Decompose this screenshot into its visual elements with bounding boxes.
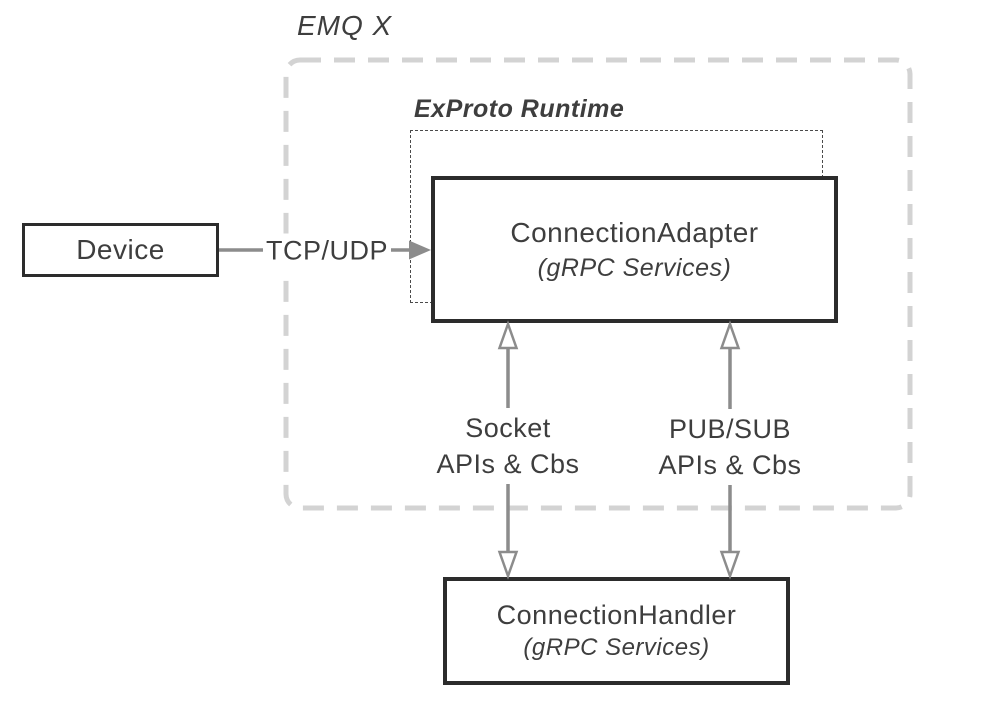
- socket-edge-label-line1: Socket: [465, 413, 551, 443]
- pubsub-down-arrowhead-icon: [719, 550, 741, 580]
- tcp-udp-edge-label: TCP/UDP: [262, 233, 392, 269]
- connection-adapter-node: ConnectionAdapter (gRPC Services): [431, 176, 838, 323]
- emqx-group-label: EMQ X: [297, 10, 393, 41]
- exproto-runtime-label: ExProto Runtime: [414, 95, 625, 123]
- socket-edge-label-line2: APIs & Cbs: [436, 449, 580, 479]
- device-node: Device: [22, 223, 219, 277]
- pubsub-up-arrowhead-icon: [719, 320, 741, 350]
- pubsub-edge-label: PUB/SUB APIs & Cbs: [649, 409, 811, 485]
- socket-down-arrowhead-icon: [497, 550, 519, 580]
- connection-handler-title: ConnectionHandler: [496, 600, 737, 630]
- connection-handler-node: ConnectionHandler (gRPC Services): [443, 577, 790, 685]
- socket-edge-label: Socket APIs & Cbs: [427, 408, 589, 484]
- connection-handler-subtitle: (gRPC Services): [523, 634, 710, 661]
- connection-adapter-subtitle: (gRPC Services): [537, 253, 732, 282]
- device-node-label: Device: [76, 234, 165, 265]
- connection-adapter-title: ConnectionAdapter: [510, 216, 759, 248]
- pubsub-edge-label-line1: PUB/SUB: [668, 414, 792, 444]
- pubsub-edge-label-line2: APIs & Cbs: [658, 450, 802, 480]
- socket-up-arrowhead-icon: [497, 320, 519, 350]
